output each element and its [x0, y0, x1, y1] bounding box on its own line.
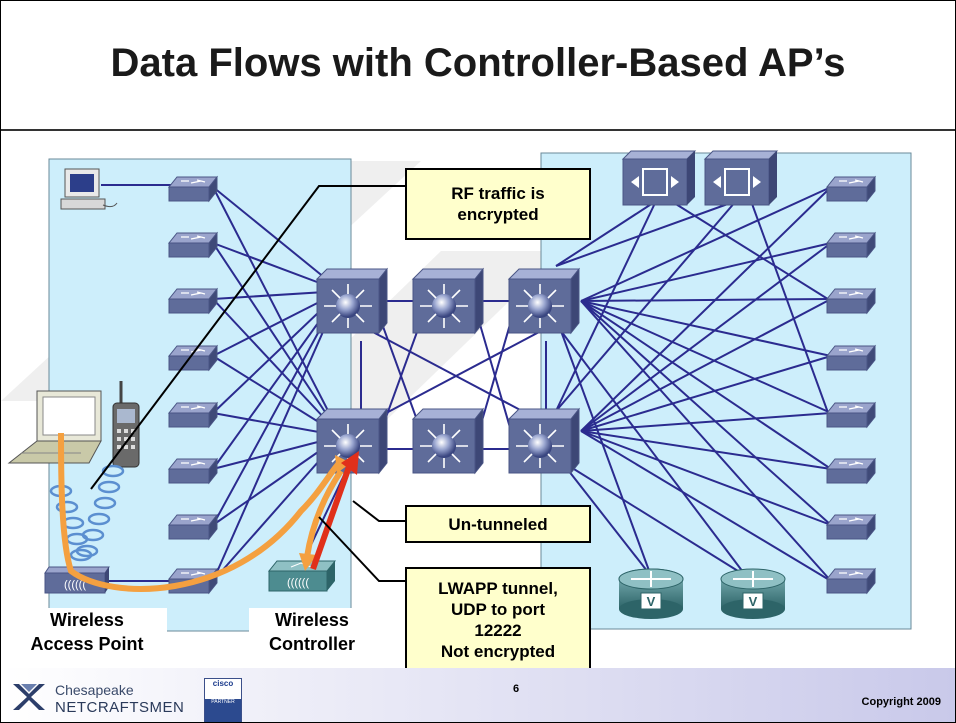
right-panel [540, 152, 912, 630]
lwapp-callout: LWAPP tunnel, UDP to port 12222 Not encr… [405, 567, 591, 673]
controller-device-label: (((((( [287, 577, 309, 589]
lwapp-callout-line1: LWAPP tunnel, [438, 579, 558, 598]
untunneled-callout: Un-tunneled [405, 505, 591, 543]
title-bar: Data Flows with Controller-Based AP’s [1, 1, 955, 131]
copyright: Copyright 2009 [861, 696, 941, 708]
ap-label: (((((( [64, 579, 86, 591]
lwapp-callout-line3: 12222 [474, 621, 522, 640]
cisco-partner-badge: cisco PARTNER [204, 678, 242, 722]
router-label: V [647, 594, 656, 609]
wap-label-line2: Access Point [30, 634, 144, 654]
footer: Chesapeake NETCRAFTSMEN cisco PARTNER 6 … [1, 668, 955, 722]
logo-line1: Chesapeake [55, 682, 134, 698]
rf-signal-icon [49, 464, 125, 562]
page-number: 6 [513, 683, 520, 695]
cisco-badge-top: cisco [205, 679, 241, 699]
router-icon: V [618, 568, 684, 619]
ip-phone-icon [703, 150, 779, 206]
laptop-icon [7, 390, 102, 464]
router-label: V [749, 594, 758, 609]
logo-line2: NETCRAFTSMEN [55, 699, 185, 716]
lwapp-callout-line4: Not encrypted [440, 642, 556, 661]
network-diagram: V V [1, 150, 912, 632]
return-flow-arrow [304, 469, 344, 558]
netcraftsmen-logo-icon [13, 684, 45, 710]
controller-label-line1: Wireless [275, 610, 349, 630]
access-point-icon: (((((( [44, 566, 110, 594]
wireless-access-point-label: Wireless Access Point [7, 608, 167, 662]
wireless-controller-label: Wireless Controller [249, 608, 375, 662]
wap-label-line1: Wireless [50, 610, 124, 630]
router-icon: V [720, 568, 786, 619]
wireless-controller-icon: (((((( [267, 560, 337, 592]
ip-phone-icon [621, 150, 697, 206]
lwapp-callout-line [318, 516, 405, 582]
cisco-badge-bottom: PARTNER [205, 699, 241, 722]
untunneled-callout-line [352, 500, 405, 522]
lwapp-callout-line2: UDP to port [450, 600, 546, 619]
page-title: Data Flows with Controller-Based AP’s [110, 41, 846, 85]
untunneled-callout-text: Un-tunneled [448, 514, 548, 534]
rf-encrypted-callout: RF traffic is encrypted [405, 168, 591, 240]
untunneled-flow-arrow [58, 432, 344, 592]
rf-callout-line1: RF traffic is [451, 184, 545, 203]
controller-label-line2: Controller [268, 634, 355, 654]
lwapp-tunnel-arrow [310, 460, 354, 570]
rf-callout-line [90, 185, 405, 490]
desktop-pc-icon [60, 168, 118, 210]
rf-callout-line2: encrypted [457, 205, 539, 224]
